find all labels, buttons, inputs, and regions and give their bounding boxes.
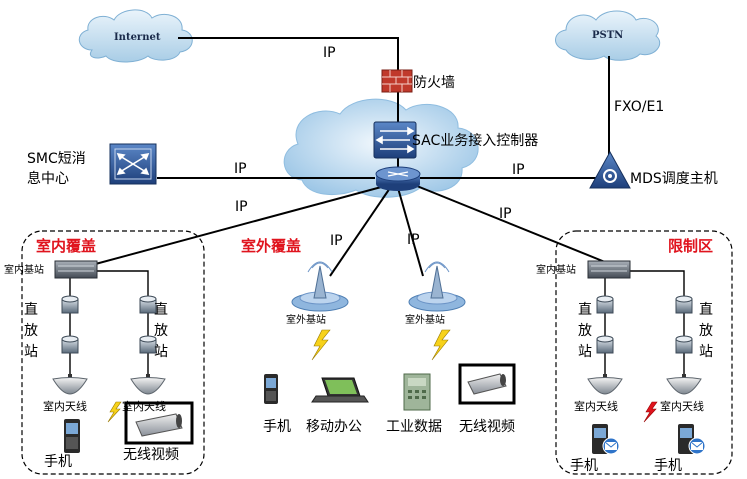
outdoor-left-link-line xyxy=(329,187,391,277)
firewall-icon xyxy=(381,69,413,93)
ip-mds-label: IP xyxy=(512,162,525,178)
outdoor-region-title: 室外覆盖 xyxy=(241,237,302,255)
restricted-phone-left-icon xyxy=(592,424,620,455)
restricted-phone-right-icon xyxy=(678,424,706,455)
ip-restricted-label: IP xyxy=(499,206,512,222)
indoor-repeater-right-label: 直放站 xyxy=(154,302,168,360)
firewall-label: 防火墙 xyxy=(413,75,455,91)
restricted-repeater-left-label: 直放站 xyxy=(578,302,592,360)
pstn-cloud-icon xyxy=(555,10,661,61)
internet-cloud-icon xyxy=(78,9,193,63)
outdoor-phone-icon xyxy=(264,374,278,404)
restricted-phone-right-label: 手机 xyxy=(654,458,682,474)
ip-indoor-label: IP xyxy=(235,199,248,215)
indoor-video-label: 无线视频 xyxy=(123,447,179,463)
outdoor-video-camera-icon xyxy=(458,363,516,405)
restricted-region-title: 限制区 xyxy=(668,237,714,255)
outdoor-base-station-left-icon xyxy=(291,261,349,312)
lightning-icon xyxy=(311,329,331,361)
repeaters-group xyxy=(61,295,693,354)
controller-switch-icon xyxy=(373,121,417,159)
dome-antenna-icon xyxy=(666,374,702,395)
indoor-antenna-right-label: 室内天线 xyxy=(122,400,166,413)
outdoor-right-link-line xyxy=(397,187,424,277)
indoor-region-box xyxy=(21,230,205,475)
restricted-phone-left-label: 手机 xyxy=(570,458,598,474)
smc-label-line2: 息中心 xyxy=(27,171,69,187)
indoor-base-station-label: 室内基站 xyxy=(4,265,44,276)
indoor-region-title: 室内覆盖 xyxy=(36,237,97,255)
controller-label: SAC业务接入控制器 xyxy=(412,133,539,149)
industrial-data-device-icon xyxy=(403,373,431,411)
outdoor-video-label: 无线视频 xyxy=(459,419,515,435)
indoor-link-line xyxy=(87,185,386,267)
connection-lines xyxy=(87,37,610,277)
repeater-icon xyxy=(61,335,79,354)
smc-label-line1: SMC短消 xyxy=(27,151,86,167)
outdoor-base-station-right-icon xyxy=(408,261,466,312)
pstn-label: PSTN xyxy=(592,30,624,41)
restricted-antenna-right-label: 室内天线 xyxy=(660,400,704,413)
indoor-antenna-left-label: 室内天线 xyxy=(43,400,87,413)
outdoor-phone-label: 手机 xyxy=(263,419,291,435)
industrial-data-label: 工业数据 xyxy=(386,419,442,435)
fxo-label: FXO/E1 xyxy=(614,99,665,115)
repeater-icon xyxy=(61,295,79,314)
ip-outdoor-left-label: IP xyxy=(330,233,343,249)
mobile-office-label: 移动办公 xyxy=(306,419,362,435)
indoor-base-station-icon xyxy=(54,260,98,279)
mds-label: MDS调度主机 xyxy=(630,171,718,187)
restricted-base-station-label: 室内基站 xyxy=(536,265,576,276)
repeater-icon xyxy=(675,335,693,354)
restricted-lightning-icon xyxy=(643,401,658,423)
repeater-icon xyxy=(139,335,157,354)
indoor-phone-label: 手机 xyxy=(44,454,72,470)
antennas-group xyxy=(52,374,702,395)
ip-outdoor-right-label: IP xyxy=(407,232,420,248)
restricted-base-station-icon xyxy=(587,260,631,279)
outdoor-base-station-left-label: 室外基站 xyxy=(286,315,326,326)
dome-antenna-icon xyxy=(52,374,88,395)
mds-host-icon xyxy=(589,150,631,189)
repeater-icon xyxy=(139,295,157,314)
smc-server-icon xyxy=(109,143,157,185)
internet-link-line xyxy=(178,37,399,70)
restricted-link-line xyxy=(411,183,606,263)
indoor-phone-icon xyxy=(64,419,80,453)
repeater-icon xyxy=(596,335,614,354)
lightning-icons xyxy=(311,329,451,361)
repeater-icon xyxy=(675,295,693,314)
indoor-video-camera-icon xyxy=(124,401,194,445)
router-icon xyxy=(375,166,421,191)
laptop-icon xyxy=(311,377,369,403)
indoor-lightning-icon xyxy=(107,401,122,423)
repeater-icon xyxy=(596,295,614,314)
indoor-repeater-left-label: 直放站 xyxy=(24,302,38,360)
dome-antenna-icon xyxy=(587,374,623,395)
dome-antenna-icon xyxy=(130,374,166,395)
lightning-icon xyxy=(431,329,451,361)
internet-label: Internet xyxy=(114,32,161,43)
restricted-region-box xyxy=(555,230,733,475)
ip-internet-label: IP xyxy=(323,45,336,61)
restricted-antenna-left-label: 室内天线 xyxy=(574,400,618,413)
outdoor-base-station-right-label: 室外基站 xyxy=(405,315,445,326)
ip-smc-label: IP xyxy=(234,161,247,177)
restricted-repeater-right-label: 直放站 xyxy=(699,302,713,360)
